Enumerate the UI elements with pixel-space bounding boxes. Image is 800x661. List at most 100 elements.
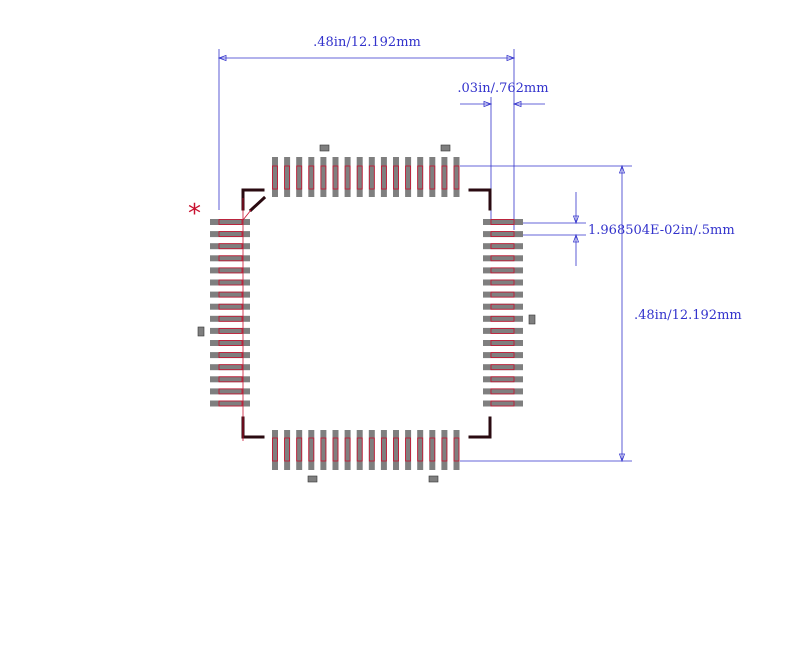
pad-bottom-outline <box>453 437 460 462</box>
pad-bottom <box>417 430 424 470</box>
pad-top <box>308 157 315 197</box>
pad-top-outline <box>296 165 303 190</box>
pad-top <box>380 157 387 197</box>
pad-left-outline <box>218 291 243 298</box>
pad-left-outline <box>218 364 243 371</box>
pad-bottom <box>332 430 339 470</box>
pad-bottom <box>453 430 460 470</box>
pad-right-outline <box>490 340 515 346</box>
pad-bottom-outline <box>393 437 399 462</box>
arrowhead-bottom <box>618 453 626 463</box>
pad-right <box>483 352 523 359</box>
pad-left <box>210 231 250 238</box>
pad-top <box>453 157 460 197</box>
corner-bottom-left <box>241 416 265 439</box>
courtyard-lines <box>242 198 252 441</box>
pad-right-outline <box>490 315 515 322</box>
pad-left <box>210 327 250 334</box>
fiducial-mark <box>319 144 330 152</box>
pad-top <box>368 157 375 197</box>
pad-right <box>483 243 523 250</box>
pad-left-outline <box>218 219 243 225</box>
pad-right <box>483 388 523 395</box>
pad-top-outline <box>356 165 363 190</box>
pad-top-outline <box>441 165 448 190</box>
pad-top <box>344 157 351 197</box>
pad-right <box>483 364 523 371</box>
pad-right <box>483 219 523 225</box>
pad-bottom-outline <box>344 437 351 462</box>
fiducial-mark <box>440 144 451 152</box>
pad-left <box>210 255 250 262</box>
pad-left-outline <box>218 352 243 359</box>
pad-left-outline <box>218 243 243 250</box>
label-body-height: .48in/12.192mm <box>634 308 742 323</box>
pad-bottom-outline <box>368 437 375 462</box>
pad-top-outline <box>453 165 460 190</box>
courtyard-diagonal <box>242 209 252 221</box>
pad-left <box>210 376 250 383</box>
pad-bottom-outline <box>272 437 278 462</box>
pad-right <box>483 376 523 383</box>
fiducial-array <box>197 144 536 483</box>
arrowhead-pitch-bottom <box>572 233 580 243</box>
pad-bottom <box>308 430 315 470</box>
arrowhead-pitch-top <box>572 215 580 225</box>
arrowhead-pad-left <box>483 100 493 108</box>
arrowhead-right <box>506 54 516 62</box>
pin1-marker: * <box>188 199 201 229</box>
pad-left-outline <box>218 376 243 383</box>
pad-bottom-outline <box>356 437 363 462</box>
pad-left <box>210 267 250 274</box>
pad-right <box>483 315 523 322</box>
pad-left <box>210 352 250 359</box>
pad-right <box>483 279 523 286</box>
pad-right-outline <box>490 388 515 395</box>
pad-left <box>210 279 250 286</box>
pad-bottom-outline <box>380 437 387 462</box>
pad-top-outline <box>429 165 436 190</box>
pad-right-outline <box>490 352 515 359</box>
pad-bottom-outline <box>405 437 412 462</box>
pad-right-outline <box>490 376 515 383</box>
pad-left <box>210 364 250 371</box>
pad-top <box>441 157 448 197</box>
pad-bottom <box>429 430 436 470</box>
pad-top-outline <box>320 165 327 190</box>
pad-right-outline <box>490 364 515 371</box>
pad-left <box>210 219 250 225</box>
pad-left <box>210 388 250 395</box>
pad-bottom-outline <box>296 437 303 462</box>
pad-top <box>320 157 327 197</box>
pad-top-outline <box>380 165 387 190</box>
pad-right-outline <box>490 303 515 310</box>
label-pad-length: .03in/.762mm <box>457 81 548 96</box>
pad-left <box>210 340 250 346</box>
corner-bottom-right <box>468 416 492 439</box>
pad-right-outline <box>490 327 515 334</box>
pad-top <box>393 157 399 197</box>
pad-right-outline <box>490 255 515 262</box>
pad-bottom-outline <box>332 437 339 462</box>
pad-left <box>210 243 250 250</box>
pad-left-outline <box>218 388 243 395</box>
pad-left-outline <box>218 400 243 407</box>
pad-left-outline <box>218 255 243 262</box>
body-outline <box>241 188 492 439</box>
pad-right-outline <box>490 279 515 286</box>
pad-array <box>210 157 523 470</box>
pad-top <box>356 157 363 197</box>
pad-top-outline <box>344 165 351 190</box>
pad-bottom <box>380 430 387 470</box>
pad-right <box>483 340 523 346</box>
pad-right-outline <box>490 400 515 407</box>
pad-left <box>210 400 250 407</box>
dimension-pad-length <box>460 97 545 222</box>
pad-top <box>284 157 291 197</box>
dimension-body-height <box>460 164 632 463</box>
pad-top-outline <box>272 165 278 190</box>
pad-right-outline <box>490 243 515 250</box>
pad-left-outline <box>218 327 243 334</box>
fiducial-mark <box>528 314 536 325</box>
arrowhead-pad-right <box>512 100 522 108</box>
